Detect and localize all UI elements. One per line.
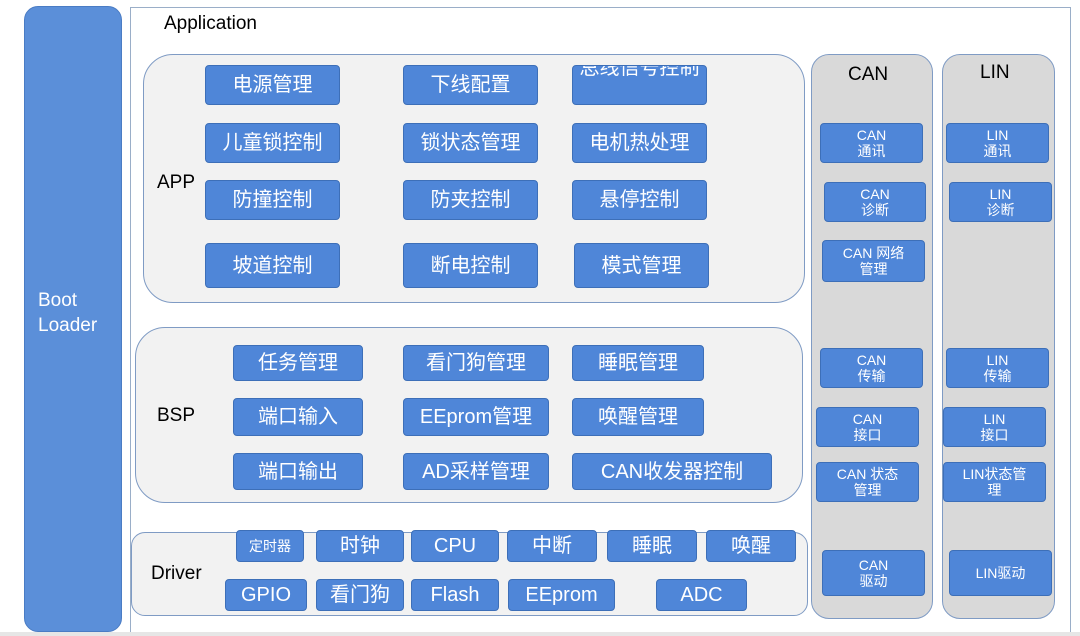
lin-column-title: LIN: [980, 62, 1010, 83]
bsp-group-label: BSP: [157, 405, 196, 426]
bsp-module: AD采样管理: [403, 453, 549, 490]
lin-module: LIN 接口: [943, 407, 1046, 447]
app-module: 模式管理: [574, 243, 709, 288]
lin-module: LIN 通讯: [946, 123, 1049, 163]
driver-module: EEprom: [508, 579, 615, 611]
driver-module: 中断: [507, 530, 597, 562]
can-module: CAN 网络 管理: [822, 240, 925, 282]
bottom-strip: [0, 632, 1080, 636]
lin-module: LIN驱动: [949, 550, 1052, 596]
bsp-module: 看门狗管理: [403, 345, 549, 381]
can-module: CAN 诊断: [824, 182, 926, 222]
bsp-module: 端口输入: [233, 398, 363, 436]
app-module-text: 总线信号控制: [579, 65, 700, 79]
can-module: CAN 通讯: [820, 123, 923, 163]
lin-module: LIN 诊断: [949, 182, 1052, 222]
app-module: 儿童锁控制: [205, 123, 340, 163]
driver-module: 时钟: [316, 530, 404, 562]
app-module: 下线配置: [403, 65, 538, 105]
bsp-module: 端口输出: [233, 453, 363, 490]
app-module: 总线信号控制: [572, 65, 707, 105]
application-title: Application: [164, 13, 257, 34]
app-module: 电源管理: [205, 65, 340, 105]
app-module: 电机热处理: [572, 123, 707, 163]
lin-module: LIN 传输: [946, 348, 1049, 388]
driver-module: 定时器: [236, 530, 304, 562]
driver-module: 唤醒: [706, 530, 796, 562]
app-module: 断电控制: [403, 243, 538, 288]
bsp-module: 唤醒管理: [572, 398, 704, 436]
bsp-module: EEprom管理: [403, 398, 549, 436]
app-module: 防夹控制: [403, 180, 538, 220]
lin-module: LIN状态管 理: [943, 462, 1046, 502]
app-module: 防撞控制: [205, 180, 340, 220]
can-module: CAN 状态 管理: [816, 462, 919, 502]
can-module: CAN 接口: [816, 407, 919, 447]
app-module: 悬停控制: [572, 180, 707, 220]
bsp-module: 睡眠管理: [572, 345, 704, 381]
app-module: 锁状态管理: [403, 123, 538, 163]
app-group-label: APP: [157, 172, 196, 193]
boot-loader-label: Boot Loader: [38, 288, 118, 338]
driver-module: 看门狗: [316, 579, 404, 611]
driver-module: Flash: [411, 579, 499, 611]
driver-group-label: Driver: [151, 563, 202, 584]
bsp-module: CAN收发器控制: [572, 453, 772, 490]
boot-loader-block: [24, 6, 122, 632]
driver-module: 睡眠: [607, 530, 697, 562]
can-column-title: CAN: [848, 64, 889, 85]
can-module: CAN 驱动: [822, 550, 925, 596]
driver-module: ADC: [656, 579, 747, 611]
bsp-module: 任务管理: [233, 345, 363, 381]
driver-module: GPIO: [225, 579, 307, 611]
boot-loader-label-line2: Loader: [38, 315, 98, 336]
app-module: 坡道控制: [205, 243, 340, 288]
boot-loader-label-line1: Boot: [38, 290, 78, 311]
can-module: CAN 传输: [820, 348, 923, 388]
driver-module: CPU: [411, 530, 499, 562]
